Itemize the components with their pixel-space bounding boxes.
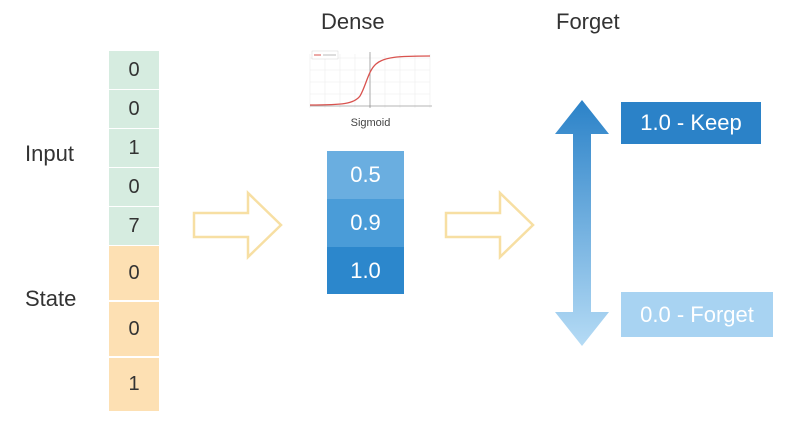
dense-output-cell: 1.0 [327, 247, 404, 294]
state-label: State [25, 286, 77, 311]
dense-output-cell: 0.5 [327, 151, 404, 199]
input-label: Input [25, 141, 74, 166]
state-cell: 1 [109, 358, 159, 413]
sigmoid-caption: Sigmoid [350, 117, 391, 129]
forget-scale-arrow-icon [555, 100, 609, 346]
input-cell: 0 [109, 90, 159, 129]
sigmoid-curve-plot [302, 46, 439, 116]
input-cell: 7 [109, 207, 159, 246]
forget-label-box: 0.0 - Forget [621, 292, 773, 337]
input-cell: 0 [109, 51, 159, 90]
keep-label-box: 1.0 - Keep [621, 102, 761, 144]
input-cell: 1 [109, 129, 159, 168]
dense-output-cell: 0.9 [327, 199, 404, 247]
forget-heading: Forget [556, 9, 620, 34]
input-cell: 0 [109, 168, 159, 207]
dense-heading: Dense [321, 9, 385, 34]
state-cell: 0 [109, 302, 159, 358]
process-arrow-icon [192, 190, 283, 260]
sigmoid-thumbnail: Sigmoid [302, 46, 439, 129]
process-arrow-icon [444, 190, 535, 260]
state-cell: 0 [109, 246, 159, 302]
